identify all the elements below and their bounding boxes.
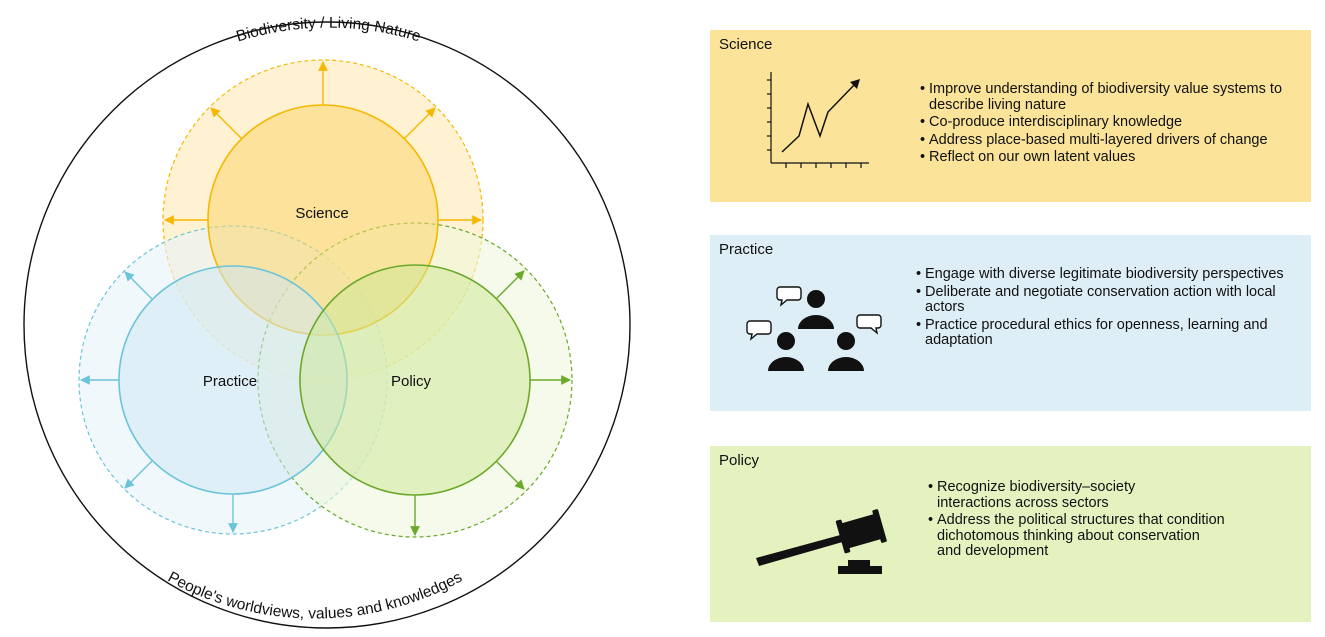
science-arrows xyxy=(164,61,482,225)
practice-circle-label: Practice xyxy=(203,373,257,390)
science-circle-label: Science xyxy=(295,205,348,222)
people-discussion-icon xyxy=(746,286,882,371)
list-item: Recognize biodiversity–society interacti… xyxy=(928,479,1187,511)
policy-circle-label: Policy xyxy=(391,373,432,390)
science-panel-title: Science xyxy=(719,36,773,53)
policy-panel: Policy Recognize biodiversity–society in… xyxy=(710,446,1311,622)
gavel-icon xyxy=(756,509,887,574)
list-item: Deliberate and negotiate conservation ac… xyxy=(916,284,1301,316)
practice-panel-title: Practice xyxy=(719,241,774,258)
outer-label-bottom: People's worldviews, values and knowledg… xyxy=(165,569,465,623)
list-item: Address the political structures that co… xyxy=(928,512,1227,560)
science-bullet-list: Improve understanding of biodiversity va… xyxy=(920,81,1300,168)
practice-panel: Practice Engage with diverse legitimate … xyxy=(710,235,1311,411)
practice-bullet-list: Engage with diverse legitimate biodivers… xyxy=(916,266,1301,351)
policy-panel-title: Policy xyxy=(719,452,760,469)
list-item: Co-produce interdisciplinary knowledge xyxy=(920,114,1300,131)
list-item: Improve understanding of biodiversity va… xyxy=(920,81,1300,113)
list-item: Address place-based multi-layered driver… xyxy=(920,132,1269,149)
science-panel: Science Improve understanding of biodive… xyxy=(710,30,1311,202)
policy-arrows xyxy=(410,270,571,536)
list-item: Engage with diverse legitimate biodivers… xyxy=(916,266,1285,283)
list-item: Practice procedural ethics for openness,… xyxy=(916,317,1285,349)
outer-label-top: Biodiversity / Living Nature xyxy=(234,15,422,46)
line-chart-icon xyxy=(767,72,869,168)
outer-circle xyxy=(23,21,631,629)
policy-bullet-list: Recognize biodiversity–society interacti… xyxy=(928,479,1228,562)
venn-diagram: Science Practice Policy Biodiversity / L… xyxy=(23,15,631,629)
practice-arrows xyxy=(80,271,238,533)
list-item: Reflect on our own latent values xyxy=(920,149,1300,166)
